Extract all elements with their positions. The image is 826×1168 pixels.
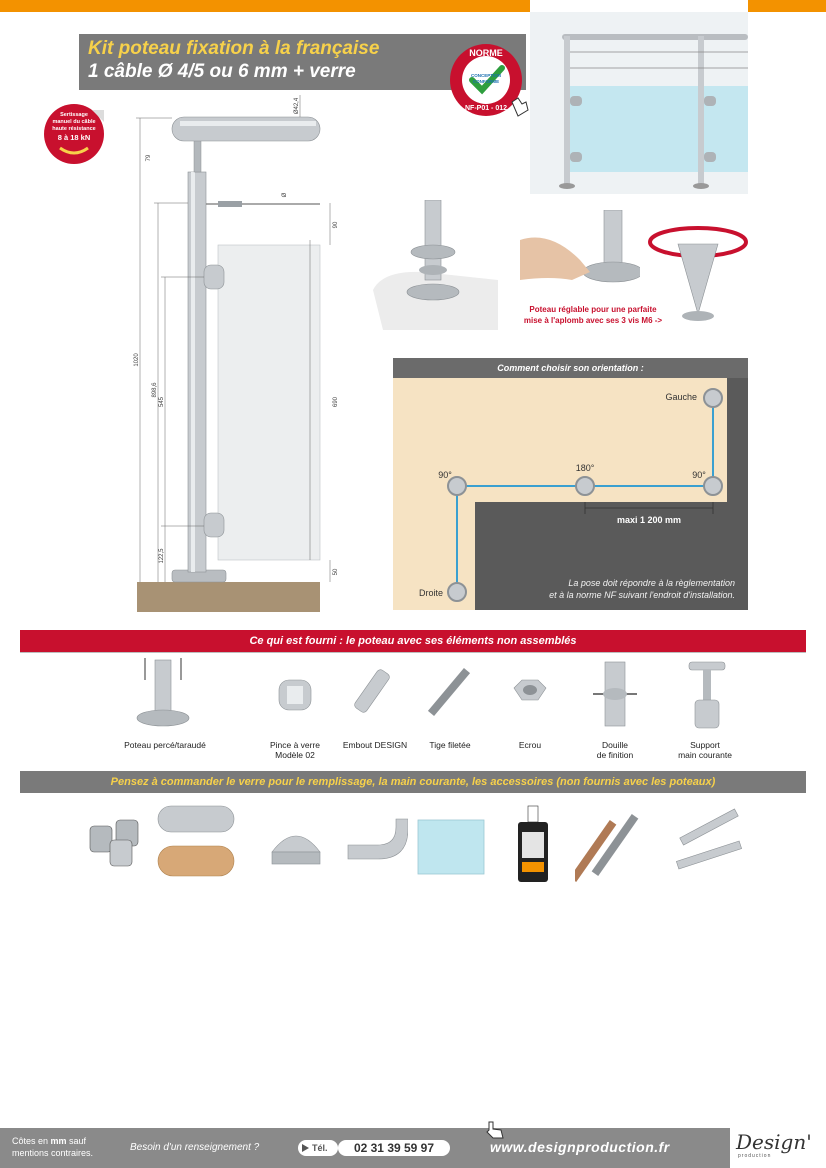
item-label: Douille: [602, 740, 628, 750]
orientation-note-line1: La pose doit répondre à la règlementatio…: [568, 578, 735, 588]
dim-898: 898,6: [152, 382, 158, 398]
item-label: Ecrou: [518, 740, 542, 750]
dim-690: 690: [333, 396, 339, 407]
crimp-badge-icon: Sertissage manuel du câble haute résista…: [44, 104, 104, 164]
footer-note-part1: Côtes en: [12, 1136, 51, 1146]
threadlocker-bottle-icon: [518, 805, 548, 882]
item-label2: Modèle 02: [275, 750, 315, 760]
crimp-line3: haute résistance: [52, 126, 95, 132]
glass-panel: [217, 244, 321, 561]
company-logo: Design': [736, 1130, 812, 1154]
orientation-title: Comment choisir son orientation :: [393, 358, 748, 378]
item-embout: Embout DESIGN: [335, 656, 415, 768]
rotate-adjust-icon: [648, 226, 748, 321]
ground-block: [137, 582, 320, 612]
post-base-icon: [136, 658, 190, 727]
handrail-support-icon: [688, 661, 726, 729]
norme-badge-icon: NORME CONCEPTION CONFORME NF-P01 - 012: [450, 44, 529, 117]
footer-note-line2: mentions contraires.: [12, 1148, 94, 1158]
dim-50: 50: [333, 568, 339, 575]
nut-icon: [513, 679, 547, 701]
adjust-caption-line2: mise à l'aplomb avec ses 3 vis M6 ->: [523, 316, 663, 325]
item-tige: Tige filetée: [415, 656, 485, 768]
technical-drawing: 1020 898,6 545 122,5 79 Ø42,4 Ø 90 690 5…: [134, 95, 339, 612]
footer-note-part2: sauf: [66, 1136, 87, 1146]
play-icon: [302, 1144, 309, 1152]
dim-90: 90: [333, 221, 339, 228]
footer-question: Besoin d'un renseignement ?: [130, 1142, 260, 1153]
item-pince: Pince à verre Modèle 02: [250, 656, 340, 768]
item-label2: main courante: [678, 750, 732, 760]
railing-photo: [530, 12, 748, 194]
item-ecrou: Ecrou: [495, 656, 565, 768]
footer-note: Côtes en mm sauf mentions contraires.: [12, 1135, 93, 1159]
end-cap-dome-icon: [271, 835, 321, 865]
anchor-bolts-icon: [676, 808, 742, 870]
crimp-line2: manuel du câble: [52, 119, 95, 125]
label-maxi: maxi 1 200 mm: [617, 515, 681, 525]
page-subtitle: 1 câble Ø 4/5 ou 6 mm + verre: [88, 61, 356, 82]
footer-website-link[interactable]: www.designproduction.fr: [490, 1139, 670, 1155]
handrail: [171, 116, 321, 142]
norme-top-text: NORME: [469, 48, 503, 58]
item-douille: Douille de finition: [575, 656, 655, 768]
base-closeup-photo: [373, 200, 498, 330]
item-label: Poteau percé/taraudé: [124, 740, 206, 750]
dim-diameter: Ø42,4: [294, 97, 300, 114]
orientation-diagram: Gauche Droite 90° 180° 90° maxi 1 200 mm…: [393, 378, 748, 610]
page-title: Kit poteau fixation à la française: [88, 38, 380, 59]
finishing-sleeve-icon: [593, 661, 637, 727]
dim-79: 79: [146, 154, 152, 161]
crimp-line1: Sertissage: [60, 112, 88, 118]
dim-122: 122,5: [159, 548, 165, 564]
adjust-caption-line1: Poteau réglable pour une parfaite: [529, 305, 657, 314]
footer-phone[interactable]: 02 31 39 59 97: [338, 1140, 450, 1156]
label-gauche: Gauche: [665, 392, 697, 402]
label-180: 180°: [576, 463, 595, 473]
supplied-divider: [20, 652, 806, 653]
dim-1020: 1020: [134, 353, 140, 367]
cable-reels-icon: [89, 819, 139, 867]
item-label2: de finition: [596, 750, 634, 760]
hand-adjust-photo: [520, 210, 640, 283]
item-label: Tige filetée: [429, 740, 471, 750]
label-90-left: 90°: [438, 470, 452, 480]
norme-mid1-text: CONCEPTION: [471, 73, 501, 78]
orientation-note-line2: et à la norme NF suivant l'endroit d'ins…: [549, 590, 735, 600]
norme-bottom-text: NF-P01 - 012: [465, 105, 507, 112]
label-90-right: 90°: [692, 470, 706, 480]
glass-clamp-icon: [278, 679, 312, 711]
drill-bits-icon: [575, 814, 639, 882]
end-cap-icon: [354, 669, 390, 713]
label-droite: Droite: [419, 588, 443, 598]
item-support: Support main courante: [655, 656, 755, 768]
footer-logo-box: [730, 1128, 826, 1168]
item-label: Embout DESIGN: [342, 740, 408, 750]
post-tube: [187, 171, 207, 573]
order-reminder-banner: Pensez à commander le verre pour le remp…: [20, 771, 806, 793]
elbow-connector-icon: [347, 818, 408, 860]
pointer-hand-icon: [486, 1121, 504, 1139]
footer-note-bold: mm: [50, 1136, 67, 1146]
item-label: Pince à verre: [269, 740, 321, 750]
dim-cable: Ø: [282, 192, 288, 197]
item-label: Support: [690, 740, 720, 750]
dim-545: 545: [159, 396, 165, 407]
company-logo-sub: production: [738, 1153, 772, 1159]
supplied-banner: Ce qui est fourni : le poteau avec ses é…: [20, 630, 806, 652]
adjust-caption: Poteau réglable pour une parfaite mise à…: [508, 304, 678, 326]
threaded-rod-icon: [427, 667, 471, 717]
handrail-tubes-icon: [157, 805, 235, 877]
glass-pane-icon: [417, 819, 485, 875]
item-poteau: Poteau percé/taraudé: [110, 656, 220, 768]
crimp-value: 8 à 18 kN: [58, 133, 91, 142]
top-accent-gap: [530, 0, 748, 12]
norme-mid2-text: CONFORME: [473, 79, 499, 84]
